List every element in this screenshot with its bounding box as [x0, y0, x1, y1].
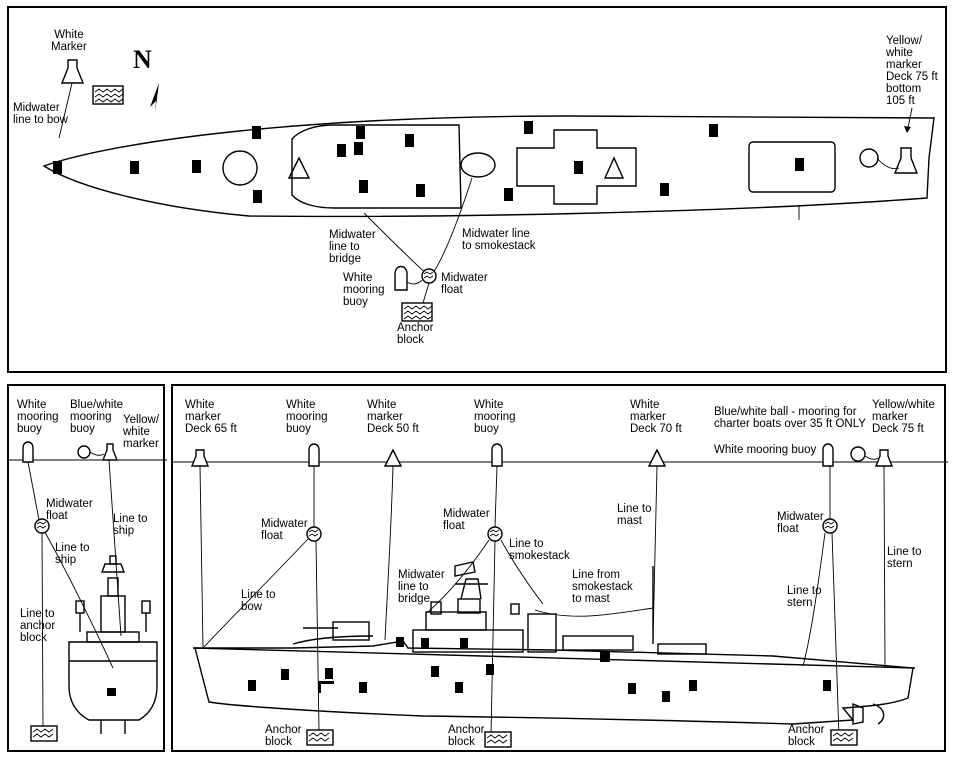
label-midwater-line-to-bow: Midwater line to bow: [13, 102, 68, 126]
ship-hull-plan: [42, 115, 935, 218]
ship-front-view: [68, 555, 158, 734]
smokestack-plan: [460, 152, 496, 178]
midwater-line-to-bow-plan: [58, 82, 73, 139]
anchor-block-plan-1: [92, 85, 124, 105]
label-yellow-white-marker-deck-75: Yellow/white marker Deck 75 ft: [872, 399, 935, 435]
mooring-buoy-side-2: [491, 443, 503, 467]
label-line-to-ship-left: Line to ship: [55, 542, 90, 566]
label-midwater-float-plan: Midwater float: [441, 272, 488, 296]
label-midwater-line-to-bridge-plan: Midwater line to bridge: [329, 229, 376, 265]
triangle-marker-2: [603, 156, 625, 179]
label-midwater-float-side-3: Midwater float: [777, 511, 824, 535]
label-white-mooring-buoy-side-1: White mooring buoy: [286, 399, 328, 435]
plan-view-panel: N White Marker Midwater line to bow Yell…: [7, 6, 947, 373]
label-anchor-block-side-2: Anchor block: [448, 724, 485, 748]
label-anchor-block-plan: Anchor block: [397, 322, 434, 346]
aft-deckhouse-plan: [516, 129, 637, 205]
label-white-marker: White Marker: [51, 29, 87, 53]
triangle-marker-1: [287, 156, 311, 179]
plan-view-drawing: [42, 59, 935, 322]
ship-side-view: [192, 561, 916, 725]
label-line-to-ship-right: Line to ship: [113, 513, 148, 537]
marker-deck-50: [383, 448, 403, 467]
deck-fixtures-plan: [53, 121, 804, 203]
label-blue-white-ball: Blue/white ball - mooring for charter bo…: [714, 406, 866, 430]
label-line-to-anchor-block: Line to anchor block: [20, 608, 56, 644]
label-line-to-stern-1: Line to stern: [787, 585, 822, 609]
anchor-block-side-1: [306, 729, 334, 746]
forward-gun-mount: [222, 150, 258, 186]
label-line-to-smokestack: Line to smokestack: [509, 538, 570, 562]
stern-deckhouse-plan: [748, 141, 836, 193]
mooring-buoy-side-3: [822, 443, 834, 467]
yellow-white-marker-front: [101, 443, 119, 461]
marker-deck-65: [190, 449, 210, 467]
anchor-block-side-3: [830, 729, 858, 746]
marker-deck-75: [874, 449, 894, 467]
label-white-mooring-buoy-side-2: White mooring buoy: [474, 399, 516, 435]
label-midwater-float-side-2: Midwater float: [443, 508, 490, 532]
label-white-marker-deck-65: White marker Deck 65 ft: [185, 399, 237, 435]
anchor-block-side-2: [484, 731, 512, 748]
front-view-panel: White mooring buoy Blue/white mooring bu…: [7, 384, 167, 752]
stern-marker-plan: [893, 147, 919, 174]
label-line-from-smokestack-to-mast: Line from smokestack to mast: [572, 569, 633, 605]
midwater-float-side-1: [306, 526, 322, 542]
forward-deckhouse-plan: [291, 124, 462, 209]
label-white-marker-deck-70: White marker Deck 70 ft: [630, 399, 682, 435]
label-white-mooring-buoy-side-3: White mooring buoy: [714, 444, 817, 456]
white-mooring-buoy-plan: [394, 265, 408, 291]
midwater-float-plan: [421, 268, 437, 284]
midwater-float-side-3: [822, 518, 838, 534]
label-white-mooring-buoy-plan: White mooring buoy: [343, 272, 385, 308]
label-white-mooring-buoy-front: White mooring buoy: [17, 399, 59, 435]
midwater-float-side-2: [487, 526, 503, 542]
label-white-marker-deck-50: White marker Deck 50 ft: [367, 399, 419, 435]
stern-ball: [859, 148, 879, 168]
white-mooring-buoy-front: [22, 441, 34, 463]
label-midwater-line-to-smokestack-plan: Midwater line to smokestack: [462, 228, 536, 252]
label-yellow-white-marker-plan: Yellow/ white marker Deck 75 ft bottom 1…: [886, 35, 938, 107]
label-line-to-mast: Line to mast: [617, 503, 652, 527]
anchor-block-front: [30, 725, 58, 742]
midwater-line-smokestack-plan: [430, 177, 473, 277]
label-line-to-stern-2: Line to stern: [887, 546, 922, 570]
blue-white-buoy-front: [77, 445, 91, 459]
label-line-to-bow: Line to bow: [241, 589, 276, 613]
label-midwater-float-side-1: Midwater float: [261, 518, 308, 542]
white-marker-plan: [60, 59, 85, 84]
side-view-drawing: [173, 443, 948, 748]
mooring-buoy-side-1: [308, 443, 320, 467]
side-view-panel: White marker Deck 65 ft White mooring bu…: [171, 384, 948, 752]
marker-deck-70: [647, 448, 667, 467]
north-label: N: [133, 45, 152, 74]
north-arrow-icon: [150, 83, 159, 113]
label-yellow-white-marker-front: Yellow/ white marker: [123, 414, 160, 450]
label-anchor-block-side-3: Anchor block: [788, 724, 825, 748]
front-view-drawing: [9, 441, 167, 742]
label-blue-white-mooring-buoy-front: Blue/white mooring buoy: [70, 399, 124, 435]
label-midwater-line-to-bridge-side: Midwater line to bridge: [398, 569, 445, 605]
label-anchor-block-side-1: Anchor block: [265, 724, 302, 748]
anchor-block-plan-2: [401, 302, 433, 322]
blue-white-ball-side: [850, 446, 866, 462]
label-midwater-float-front: Midwater float: [46, 498, 93, 522]
